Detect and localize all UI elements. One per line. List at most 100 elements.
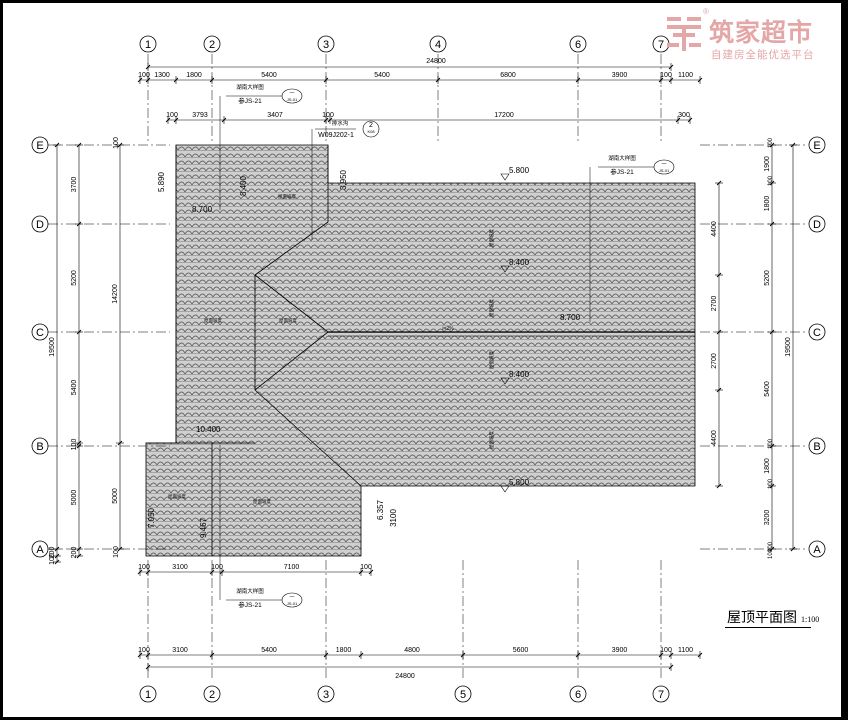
grid-right-label-circle: [808, 136, 826, 154]
dim-right-mid-value: 1800: [764, 458, 771, 474]
dim-left-inner-value: 3700: [71, 177, 78, 193]
elevation-label-mark: [500, 173, 510, 181]
gutter-callout-bubble: [362, 120, 380, 138]
roof-slope-note: 屋面坡度: [278, 193, 296, 200]
slope-label: i=2%: [442, 326, 454, 332]
elevation-label: 8.700: [560, 313, 581, 322]
dim-bottom-row1-tick: [368, 569, 374, 575]
grid-bottom-label: 2: [209, 689, 215, 701]
dim-left-outer-value: 200: [49, 547, 56, 559]
dim-top-row1-tick: [173, 77, 179, 83]
dim-bottom-row2-value: 3100: [172, 647, 188, 654]
detail-callout-sheet: JS-01: [287, 97, 298, 102]
roof-main: [145, 144, 696, 557]
detail-callout-sheet: JS-01: [659, 168, 670, 173]
detail-callout-index: 一: [661, 162, 666, 168]
caption-underline: [725, 627, 811, 628]
dim-right-inner-tick: [716, 387, 722, 393]
detail-callout-ref: 参JS-21: [610, 167, 634, 176]
roof-hip-line: [254, 389, 362, 487]
dim-left-outer-tick: [54, 142, 60, 148]
grid-bottom-label-circle: [569, 685, 587, 703]
dim-left-outer-tick: [54, 553, 60, 559]
dim-top-total-tick: [145, 64, 151, 70]
watermark-logo: ® 筑家超市 自建房全能优选平台: [665, 7, 835, 67]
grid-top-label: 2: [209, 39, 215, 51]
gutter-callout-sheet: K08: [367, 129, 375, 134]
grid-left-label: A: [36, 544, 44, 556]
elevation-label-mark: [500, 485, 510, 493]
detail-callout-bubble: [653, 159, 675, 175]
dim-bottom-row2-value: 1800: [336, 647, 352, 654]
dim-left-mid-tick: [117, 142, 123, 148]
elevation-label: 5.800: [509, 478, 530, 487]
roof-slope-note: 屋面坡度: [168, 493, 186, 500]
grid-bottom-label: 1: [145, 689, 151, 701]
watermark-title: 筑家超市: [709, 19, 814, 47]
dim-bottom-row1-value: 100: [138, 564, 150, 571]
dim-bottom-row2-value: 5400: [261, 647, 277, 654]
dim-bottom-row1-tick: [145, 569, 151, 575]
dim-right-inner-value: 2700: [711, 296, 718, 312]
dim-left-inner-value: 100: [71, 439, 78, 451]
grid-right-label-circle: [808, 215, 826, 233]
dim-right-inner-tick: [716, 272, 722, 278]
dim-bottom-row2-tick: [137, 652, 143, 658]
dim-right-mid-value: 5200: [764, 270, 771, 286]
dim-left-piece: 100: [113, 137, 120, 149]
dim-top-row1-value: 1800: [186, 72, 202, 79]
dim-bottom-row2-value: 3900: [612, 647, 628, 654]
dim-top-row2-tick: [675, 117, 681, 123]
detail-callout-bubble: [281, 88, 303, 104]
dim-right-mid-value: 1800: [764, 196, 771, 212]
dim-top-row1-value: 1300: [154, 72, 170, 79]
dim-bottom-row2-value: 5600: [513, 647, 529, 654]
gutter-callout-title: 排水沟: [332, 119, 349, 127]
grid-bottom-label: 5: [460, 689, 466, 701]
roof-hip-line: [254, 221, 329, 276]
dim-top-row1-value: 5400: [374, 72, 390, 79]
dim-right-mid-tick: [769, 180, 775, 186]
elevation-label: 6.357: [376, 499, 385, 520]
roof-slope-note: 屋面坡度: [488, 299, 495, 317]
roof-slope-note: 屋面坡度: [204, 317, 222, 324]
dim-bottom-row2-tick: [668, 652, 674, 658]
dim-bottom-row1-tick: [219, 569, 225, 575]
dim-right-outer-value: 19500: [785, 337, 792, 357]
dim-bottom-row2-tick: [658, 652, 664, 658]
grid-bottom-label-circle: [454, 685, 472, 703]
dim-left-mid-tick: [117, 546, 123, 552]
elevation-label: 5.800: [509, 166, 530, 175]
detail-callout-index: 一: [289, 595, 294, 601]
dim-bottom-row2-value: 4800: [404, 647, 420, 654]
dim-top-row1-tick: [323, 77, 329, 83]
dim-left-inner-tick: [76, 553, 82, 559]
dim-top-row1-tick: [435, 77, 441, 83]
detail-callout-ref: 参JS-21: [238, 600, 262, 609]
dim-top-total-value: 24800: [426, 58, 446, 65]
dim-top-row2-tick: [687, 117, 693, 123]
watermark-subtitle: 自建房全能优选平台: [711, 49, 815, 61]
dim-bottom-row2-tick: [209, 652, 215, 658]
dim-left-inner-tick: [76, 142, 82, 148]
detail-callout-title: 湖南大样图: [236, 587, 264, 595]
dim-top-total-tick: [668, 64, 674, 70]
dim-left-inner-value: 5200: [71, 270, 78, 286]
roof-slope-note: 屋面坡度: [488, 431, 495, 449]
dim-right-inner-tick: [716, 180, 722, 186]
dim-bottom-row1-value: 100: [360, 564, 372, 571]
grid-left-label-circle: [31, 437, 49, 455]
dim-right-mid-tick: [769, 142, 775, 148]
dim-top-row2-value: 100: [166, 112, 178, 119]
dim-left-mid-value: 14200: [112, 284, 119, 304]
dim-right-mid-tick: [769, 443, 775, 449]
dim-top-row2-tick: [165, 117, 171, 123]
grid-top-label: 7: [658, 39, 664, 51]
grid-bottom-label-circle: [203, 685, 221, 703]
dim-right-piece: 100: [768, 548, 774, 559]
dim-right-inner-tick: [716, 329, 722, 335]
grid-bottom-label-circle: [317, 685, 335, 703]
dim-right-mid-value: 3200: [764, 510, 771, 526]
dim-top-row1-tick: [145, 77, 151, 83]
